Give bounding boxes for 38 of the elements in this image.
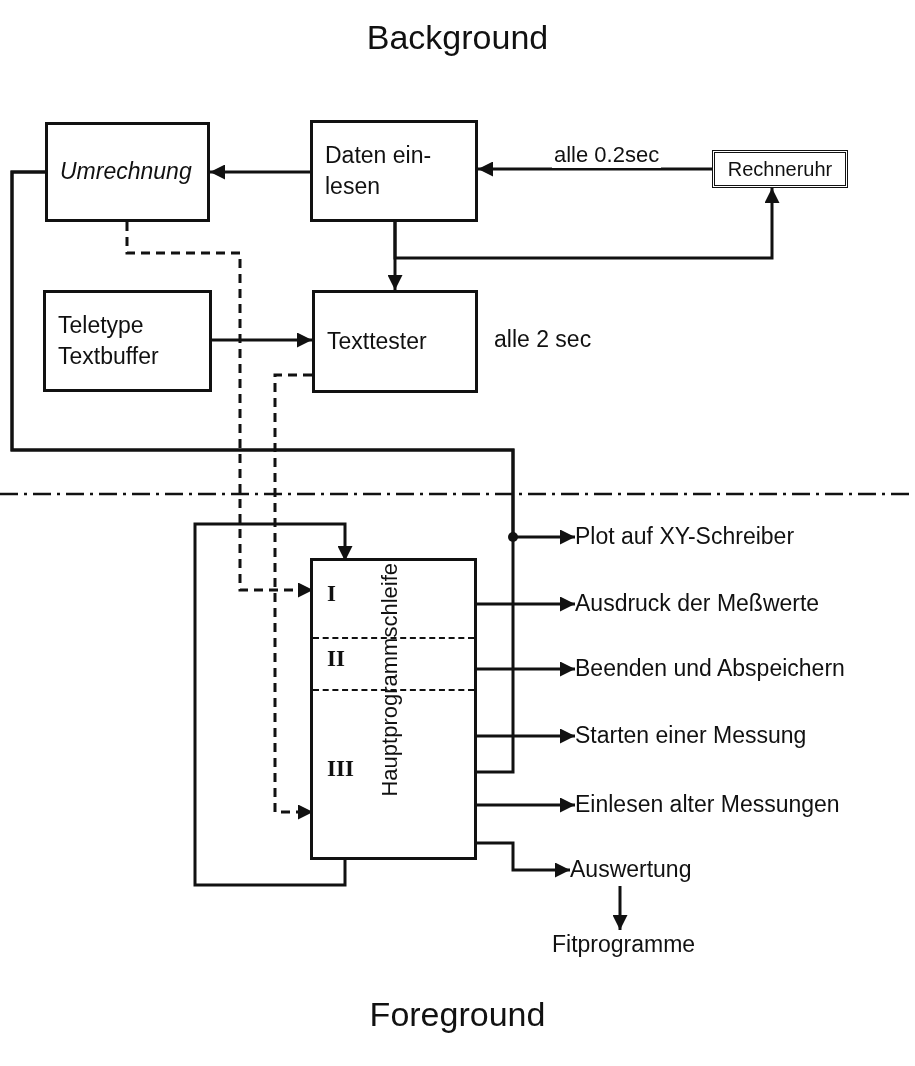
arrow xyxy=(210,164,310,180)
arrow xyxy=(393,188,780,260)
output-text: Ausdruck der Meßwerte xyxy=(575,589,820,619)
process-box xyxy=(312,290,478,393)
section-numeral: I xyxy=(327,580,336,609)
process-box xyxy=(43,290,212,392)
main-loop-box xyxy=(310,558,477,860)
box-label: Texttester xyxy=(327,326,427,356)
section-numeral: III xyxy=(327,755,354,784)
output-text: Beenden und Abspeichern xyxy=(575,654,845,684)
output-text: Plot auf XY-Schreiber xyxy=(575,522,795,552)
section-numeral: II xyxy=(327,645,345,674)
timing-note: alle 2 sec xyxy=(494,325,592,353)
arrow xyxy=(477,841,570,878)
output-text: Einlesen alter Messungen xyxy=(575,790,840,820)
output-text: Fitprogramme xyxy=(552,930,696,960)
box-label: Teletype Textbuffer xyxy=(58,310,160,371)
arrow xyxy=(477,728,575,744)
arrow xyxy=(478,161,712,177)
process-box xyxy=(310,120,478,222)
box-label: Daten ein- lesen xyxy=(325,140,433,201)
arrow xyxy=(477,661,575,677)
box-label: Rechneruhr xyxy=(727,156,833,182)
process-box xyxy=(712,150,848,188)
process-box xyxy=(45,122,210,222)
region-heading: Foreground xyxy=(369,995,546,1033)
region-heading: Background xyxy=(366,18,549,56)
arrow xyxy=(477,797,575,813)
box-label: Umrechnung xyxy=(60,157,192,187)
arrow xyxy=(477,596,575,612)
loop-title: Hauptprogrammschleife xyxy=(379,563,401,797)
arrow xyxy=(212,332,312,348)
arrow xyxy=(10,170,575,545)
output-text: Auswertung xyxy=(570,855,692,885)
output-text: Starten einer Messung xyxy=(575,721,807,751)
arrow xyxy=(193,522,353,887)
dashed-arrow xyxy=(273,373,313,820)
arrow xyxy=(612,886,628,930)
